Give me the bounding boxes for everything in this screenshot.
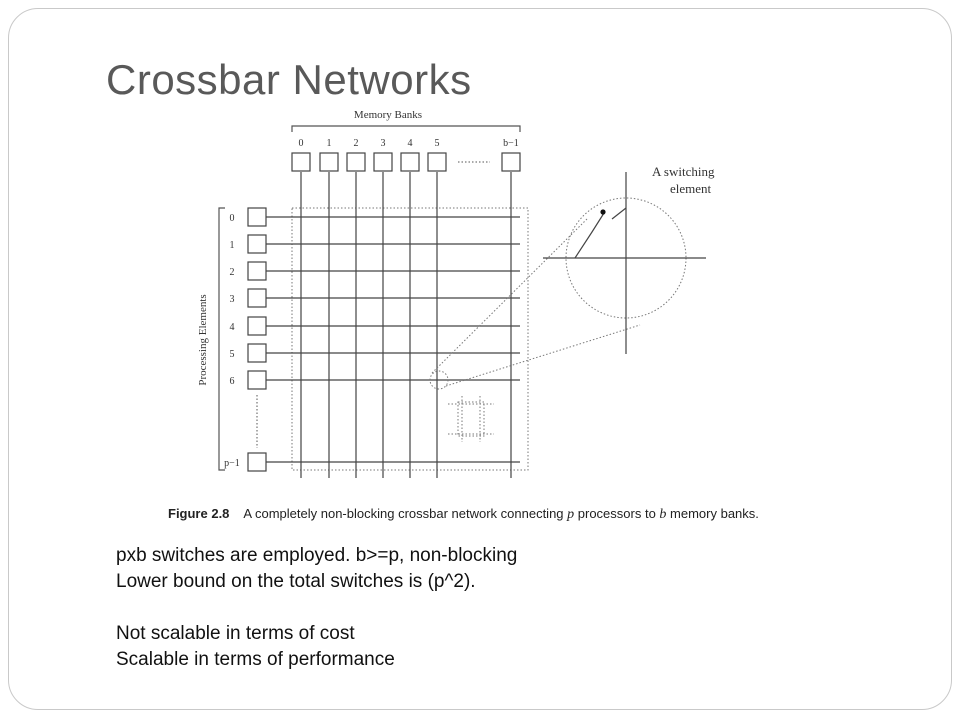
memory-bank-box [501,152,521,172]
switch-detail-square [448,396,494,442]
processor-box [247,316,267,336]
switching-element-label-2: element [670,181,712,196]
memory-bank-box [427,152,447,172]
zoom-connector-top [431,217,589,374]
processor-box [247,370,267,390]
memory-bank-box [291,152,311,172]
switch-pivot-dot [600,209,606,215]
processor-box [247,452,267,472]
pe-label: 4 [230,322,235,333]
pe-label: 5 [230,349,235,360]
caption-text-2: processors to [574,506,660,521]
body-line-4: Scalable in terms of performance [116,649,395,670]
processor-box [247,288,267,308]
figure-number: Figure 2.8 [168,506,230,521]
crossbar-grid [266,172,520,478]
switch-highlight-circle [429,370,449,390]
body-line-1: pxb switches are employed. b>=p, non-blo… [116,545,518,566]
memory-banks-label: Memory Banks [354,109,422,121]
switching-element-label-1: A switching [652,164,715,179]
slide-frame [8,8,952,710]
bank-label: 3 [381,138,386,149]
slide-body-text: pxb switches are employed. b>=p, non-blo… [116,543,517,673]
pe-label: p−1 [224,458,240,469]
body-line-3: Not scalable in terms of cost [116,623,355,644]
caption-text-1: A completely non-blocking crossbar netwo… [243,506,568,521]
processor-box [247,343,267,363]
processor-box [247,261,267,281]
memory-banks-brace [291,125,521,132]
bank-label: 4 [408,138,413,149]
pe-boxes [247,207,267,472]
memory-bank-box [400,152,420,172]
bank-label: 0 [299,138,304,149]
processing-elements-label: Processing Elements [197,294,209,385]
memory-bank-box [346,152,366,172]
bank-label: b−1 [503,138,519,149]
pe-label: 2 [230,267,235,278]
zoom-connector-bottom [445,324,641,387]
body-line-2: Lower bound on the total switches is (p^… [116,571,476,592]
bank-label: 5 [435,138,440,149]
caption-text-3: memory banks. [666,506,759,521]
processor-box [247,234,267,254]
pe-label: 1 [230,240,235,251]
pe-label: 0 [230,213,235,224]
bank-boxes [291,152,521,172]
switch-contact [611,207,627,220]
memory-bank-box [319,152,339,172]
figure-caption: Figure 2.8 A completely non-blocking cros… [168,505,768,523]
processing-elements-brace [218,207,225,471]
pe-label: 6 [230,376,235,387]
memory-bank-box [373,152,393,172]
bank-labels: 0 1 2 3 4 5 b−1 [299,138,519,149]
pe-labels: 0 1 2 3 4 5 6 p−1 [224,213,240,469]
caption-var-b: b [659,507,667,522]
switch-arm [574,212,605,259]
bank-label: 2 [354,138,359,149]
pe-label: 3 [230,294,235,305]
caption-var-p: p [567,507,575,522]
bank-label: 1 [327,138,332,149]
slide-title: Crossbar Networks [106,56,472,103]
processor-box [247,207,267,227]
body-spacer [116,595,517,621]
